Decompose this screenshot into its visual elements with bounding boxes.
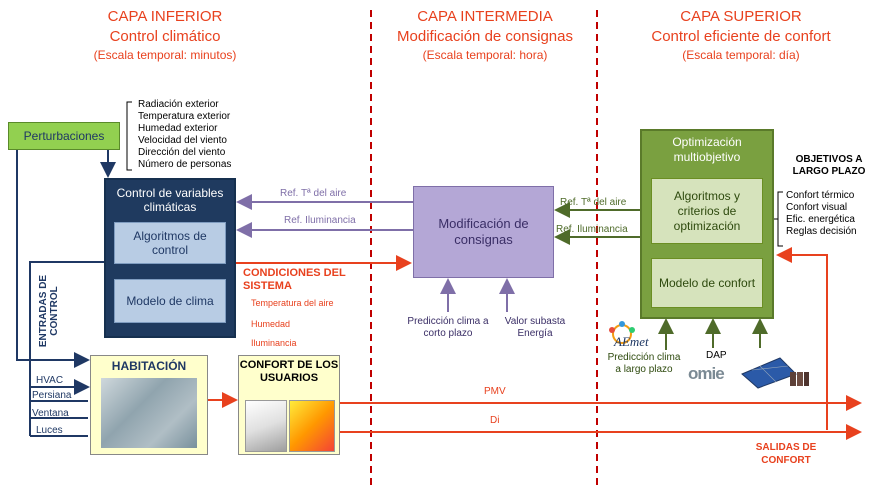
confort-chart-icon: [245, 400, 287, 452]
objetivos-title: OBJETIVOS A LARGO PLAZO: [792, 154, 866, 177]
objetivo-item: Confort térmico: [786, 190, 855, 201]
perturbacion-item: Velocidad del viento: [138, 135, 227, 146]
modificacion-box: Modificación de consignas: [413, 186, 554, 278]
perturbaciones-label: Perturbaciones: [23, 129, 105, 143]
ref-aire-left: Ref. Tª del aire: [280, 188, 347, 199]
entradas-control-label: ENTRADAS DE CONTROL: [38, 274, 60, 348]
algoritmos-control-box: Algoritmos de control: [114, 222, 226, 264]
modelo-confort-label: Modelo de confort: [658, 275, 756, 290]
prediccion-corto-label: Predicción clima a corto plazo: [407, 316, 489, 339]
actuador-persiana: Persiana: [32, 390, 72, 401]
modelo-clima-label: Modelo de clima: [126, 294, 214, 308]
algoritmos-control-label: Algoritmos de control: [133, 229, 207, 257]
modelo-clima-box: Modelo de clima: [114, 279, 226, 323]
entradas-control-label-wrap: ENTRADAS DE CONTROL: [38, 262, 60, 352]
valor-subasta-label: Valor subasta Energía: [504, 316, 566, 339]
perturbacion-item: Humedad exterior: [138, 123, 218, 134]
objetivos-list: Confort térmico Confort visual Efic. ene…: [786, 190, 857, 238]
aemet-sun-icon: [609, 321, 635, 344]
perturbacion-item: Dirección del viento: [138, 147, 226, 158]
layer-inferior-scale: (Escala temporal: minutos): [93, 48, 237, 62]
condicion-item: Iluminancia: [251, 338, 297, 348]
objetivo-item: Confort visual: [786, 202, 848, 213]
pmv-label: PMV: [484, 386, 506, 397]
perturbaciones-list: Radiación exterior Temperatura exterior …: [138, 99, 258, 171]
habitacion-box: HABITACIÓN: [90, 355, 208, 455]
layer-intermedia-title: CAPA INTERMEDIA: [417, 8, 553, 25]
actuador-luces: Luces: [36, 425, 63, 436]
confort-usuarios-title: CONFORT DE LOS USUARIOS: [239, 359, 339, 384]
perturbacion-item: Radiación exterior: [138, 99, 219, 110]
layer-intermedia-subtitle: Modificación de consignas: [397, 28, 573, 45]
salidas-confort-label: SALIDAS DE CONFORT: [755, 442, 817, 466]
objetivo-item: Efic. energética: [786, 214, 855, 225]
prediccion-largo-label: Predicción clima a largo plazo: [607, 352, 681, 375]
algoritmos-optimizacion-box: Algoritmos y criterios de optimización: [651, 178, 763, 244]
aemet-text: AEmet: [614, 334, 649, 349]
layer-inferior-title: CAPA INFERIOR: [107, 8, 223, 25]
perturbaciones-box: Perturbaciones: [8, 122, 120, 150]
confort-heatmap-icon: [289, 400, 335, 452]
habitacion-title: HABITACIÓN: [111, 359, 187, 373]
ref-ilum-right: Ref. Iluminancia: [556, 224, 628, 235]
layer-superior-subtitle: Control eficiente de confort: [651, 28, 831, 45]
ref-aire-right: Ref. Tª del aire: [560, 197, 627, 208]
condiciones-title: CONDICIONES DEL SISTEMA: [243, 267, 346, 292]
modificacion-label: Modificación de consignas: [438, 216, 529, 247]
perturbacion-item: Número de personas: [138, 159, 232, 170]
actuador-ventana: Ventana: [32, 408, 69, 419]
confort-usuarios-box: CONFORT DE LOS USUARIOS: [238, 355, 340, 455]
dap-label: DAP: [706, 350, 727, 361]
condicion-item: Temperatura del aire: [251, 298, 334, 308]
habitacion-photo: [101, 378, 197, 448]
optimizacion-title: Optimización multiobjetivo: [672, 135, 742, 164]
layer-intermedia-scale: (Escala temporal: hora): [422, 48, 548, 62]
layer-superior-scale: (Escala temporal: día): [682, 48, 800, 62]
modelo-confort-box: Modelo de confort: [651, 258, 763, 308]
solar-panel-icon: [741, 357, 809, 389]
perturbacion-item: Temperatura exterior: [138, 111, 231, 122]
aemet-logo: AEmet: [602, 316, 649, 351]
layer-inferior-subtitle: Control climático: [109, 28, 221, 45]
ref-ilum-left: Ref. Iluminancia: [284, 215, 356, 226]
omie-logo: omie: [688, 364, 725, 383]
algoritmos-optimizacion-label: Algoritmos y criterios de optimización: [673, 188, 741, 233]
layer-superior-title: CAPA SUPERIOR: [680, 8, 802, 25]
control-variables-title: Control de variables climáticas: [116, 186, 224, 214]
condicion-item: Humedad: [251, 319, 291, 329]
di-label: Di: [490, 415, 500, 426]
objetivo-item: Reglas decisión: [786, 226, 857, 237]
actuador-hvac: HVAC: [36, 375, 64, 386]
